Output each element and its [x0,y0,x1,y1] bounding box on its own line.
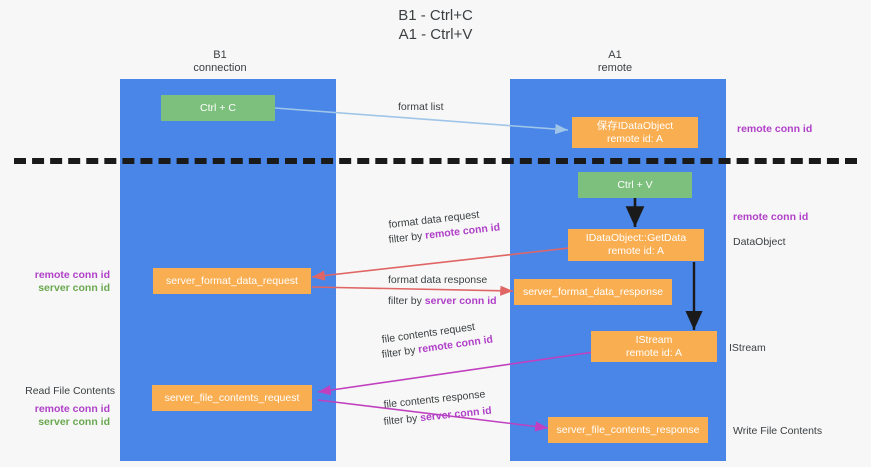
annotation-right-remote-conn-id-mid: remote conn id [733,211,809,223]
filter-prefix: filter by [381,343,420,361]
edge-label-format-data-request-group: format data request filter by remote con… [388,209,501,247]
annotation-left-server-conn-id: server conn id [38,282,110,294]
lane-header-a1: A1 remote [597,49,633,74]
page-title: B1 - Ctrl+C A1 - Ctrl+V [398,7,473,43]
filter-key-server-conn-id: server conn id [424,295,497,307]
annotation-left-remote-conn-id: remote conn id [34,269,110,281]
box-istream[interactable]: IStream remote id: A [591,331,717,362]
filter-prefix: filter by [383,412,421,428]
edge-label-file-contents-response-group: file contents response filter by server … [383,388,493,429]
filter-prefix: filter by [388,229,426,246]
edge-label-format-list: format list [398,101,444,113]
annotation-right-write-file-contents: Write File Contents [733,425,823,437]
annotation-left-server-conn-id-2: server conn id [38,416,110,428]
annotation-left-read-file-contents: Read File Contents [25,385,115,397]
box-server-file-contents-request[interactable]: server_file_contents_request [152,385,312,411]
lane-header-b1: B1 connection [193,49,247,74]
annotation-right-remote-conn-id-top: remote conn id [737,123,813,135]
box-getdata[interactable]: IDataObject::GetData remote id: A [568,229,704,261]
box-server-format-data-request[interactable]: server_format_data_request [153,268,311,294]
edge-label-format-data-response-filter: filter by server conn id [388,295,497,308]
filter-key-server-conn-id: server conn id [419,404,493,425]
edge-label-file-contents-request-group: file contents request filter by remote c… [381,321,494,362]
edge-label-format-data-response: format data response [388,274,488,286]
box-ctrl-v[interactable]: Ctrl + V [578,172,692,198]
edge-label-format-data-response-group: format data response filter by server co… [388,274,497,308]
filter-prefix: filter by [388,295,425,307]
dashed-divider [14,158,857,164]
box-server-format-data-response[interactable]: server_format_data_response [514,279,672,305]
box-server-file-contents-response[interactable]: server_file_contents_response [548,417,708,443]
annotation-left-remote-conn-id-2: remote conn id [34,403,110,415]
annotation-right-dataobject: DataObject [733,236,786,248]
box-ctrl-c[interactable]: Ctrl + C [161,95,275,121]
box-idataobject-remote[interactable]: 保存IDataObject remote id: A [572,117,698,148]
annotation-right-istream: IStream [729,342,766,354]
